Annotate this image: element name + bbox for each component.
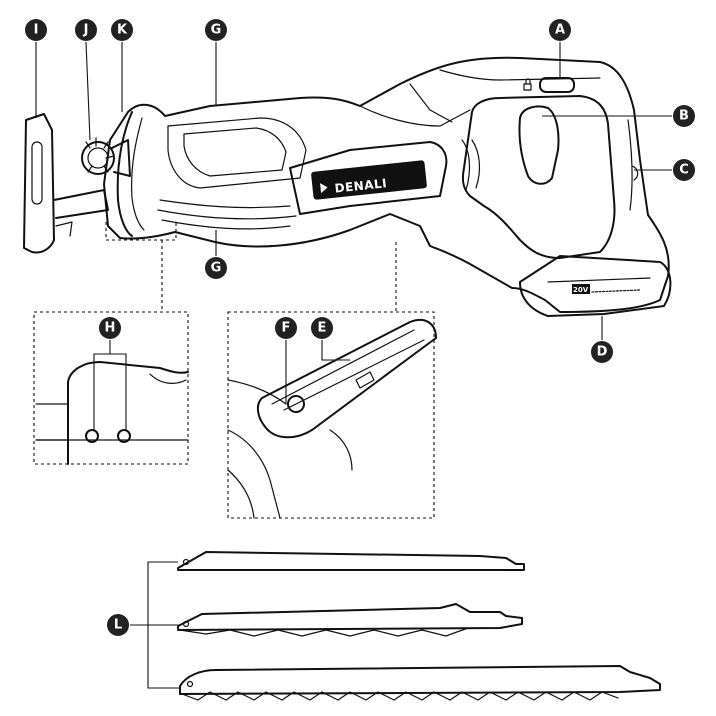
svg-text:A: A bbox=[555, 23, 565, 38]
housing-contour-mid bbox=[409, 83, 453, 123]
svg-text:J: J bbox=[83, 23, 89, 38]
callout-l: L bbox=[107, 614, 129, 636]
saw-body: DENALI 20V bbox=[103, 56, 672, 317]
callout-badges: A B C D E F G G H I J K L bbox=[25, 19, 695, 636]
side-vent-2 bbox=[471, 139, 481, 189]
rear-button bbox=[631, 165, 639, 181]
svg-text:D: D bbox=[597, 345, 608, 360]
screw-1 bbox=[85, 429, 99, 443]
svg-text:K: K bbox=[117, 23, 128, 38]
blade-medium bbox=[177, 603, 523, 637]
svg-text:G: G bbox=[211, 23, 222, 38]
svg-text:L: L bbox=[114, 618, 122, 633]
pivoting-shoe[interactable] bbox=[23, 113, 109, 254]
brand-logo-box bbox=[311, 160, 427, 200]
housing-contour-upper bbox=[359, 105, 471, 127]
front-grip-ribs bbox=[157, 199, 297, 230]
callout-h: H bbox=[99, 317, 121, 339]
battery-charge-indicator bbox=[591, 289, 641, 293]
callout-leaders bbox=[35, 41, 672, 430]
rear-cap-line bbox=[627, 119, 633, 211]
svg-text:E: E bbox=[318, 321, 327, 336]
detail-box-h bbox=[33, 222, 189, 465]
svg-text:F: F bbox=[282, 321, 291, 336]
battery-badge-label: 20V bbox=[573, 286, 589, 294]
callout-l-bracket bbox=[130, 561, 180, 689]
trigger[interactable] bbox=[518, 105, 560, 185]
callout-e: E bbox=[311, 317, 333, 339]
handle-opening bbox=[461, 95, 616, 259]
battery-badge bbox=[572, 284, 590, 294]
side-vent bbox=[461, 139, 471, 191]
callout-f: F bbox=[275, 317, 297, 339]
lock-button[interactable] bbox=[539, 77, 575, 93]
callout-d: D bbox=[591, 341, 613, 363]
blade-coarse bbox=[179, 665, 661, 701]
svg-text:B: B bbox=[679, 109, 689, 124]
housing-contour-top bbox=[439, 69, 601, 81]
callout-j: J bbox=[75, 19, 97, 41]
svg-text:I: I bbox=[34, 23, 39, 38]
saw-blades bbox=[130, 551, 661, 701]
svg-text:C: C bbox=[679, 163, 689, 178]
screw-2 bbox=[117, 429, 131, 443]
brand-plate: DENALI bbox=[289, 141, 448, 215]
shoe-bracket-inner bbox=[131, 117, 145, 231]
motor-grip-panel bbox=[167, 117, 307, 189]
callout-g-top: G bbox=[205, 19, 227, 41]
motor-grip-inner bbox=[183, 127, 287, 177]
lock-symbol-icon bbox=[523, 78, 532, 91]
callout-k: K bbox=[111, 19, 133, 41]
detail-box-ef bbox=[227, 242, 437, 519]
callout-c: C bbox=[673, 159, 695, 181]
callout-a: A bbox=[549, 19, 571, 41]
brand-logo-chevron-icon bbox=[320, 183, 328, 194]
shoe-bracket bbox=[116, 111, 133, 237]
blade-clamp[interactable] bbox=[81, 137, 131, 177]
brand-name: DENALI bbox=[334, 176, 388, 195]
callout-g-bottom: G bbox=[205, 257, 227, 279]
led-light bbox=[287, 395, 305, 413]
svg-text:G: G bbox=[211, 261, 222, 276]
callout-i: I bbox=[25, 19, 47, 41]
callout-b: B bbox=[673, 105, 695, 127]
battery-pack: 20V bbox=[519, 255, 672, 317]
blade-fine bbox=[177, 551, 525, 571]
svg-text:H: H bbox=[105, 321, 116, 336]
